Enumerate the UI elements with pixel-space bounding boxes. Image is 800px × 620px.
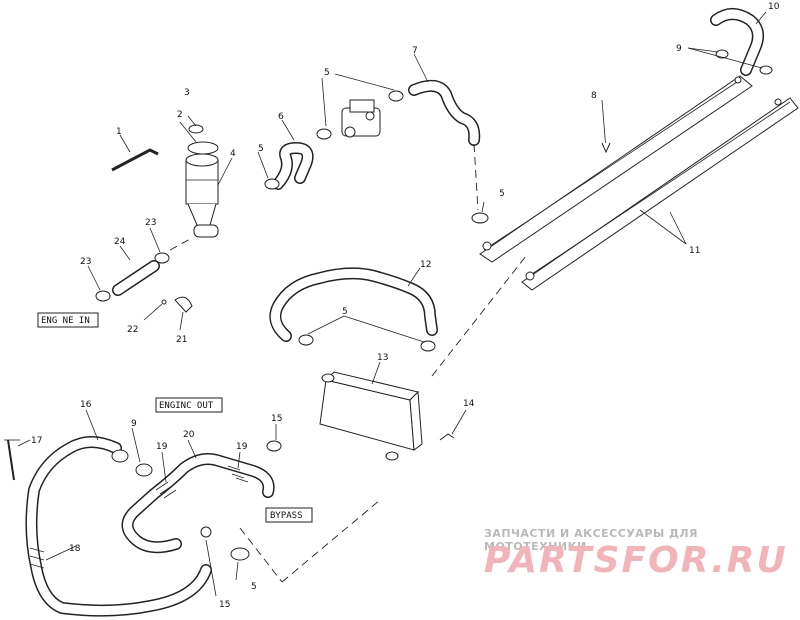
callout-2: 2 [177,110,183,120]
part-21-clamp [143,296,193,331]
callout-13: 13 [377,353,388,363]
part-4-reservoir [179,115,233,238]
svg-text:BYPASS: BYPASS [270,511,303,521]
callout-16: 16 [80,400,92,410]
callout-12: 12 [420,260,431,270]
callout-7: 7 [412,46,418,56]
part-16-hose [25,409,250,617]
part-24-tube [87,227,193,302]
svg-text:ENGINC OUT: ENGINC OUT [159,401,214,411]
label-engine-out: ENGINC OUT [155,397,223,413]
callout-1: 1 [116,127,122,137]
callout-18: 18 [69,544,81,554]
label-bypass: BYPASS [265,507,313,523]
part-11-rails [471,75,799,291]
callout-5a: 5 [324,68,330,78]
callout-22: 22 [127,325,138,335]
part-6-hose [257,119,314,190]
callout-14: 14 [463,399,475,409]
watermark-logo: PARTSFOR.RU [484,540,788,581]
part-7-hose [408,53,481,146]
callout-21: 21 [176,335,187,345]
svg-text:ENG NE IN: ENG NE IN [41,316,90,326]
callout-15b: 15 [219,600,230,610]
callout-5c: 5 [499,189,505,199]
label-engine-in: ENG NE IN [37,312,99,328]
callout-9a: 9 [676,44,682,54]
part-14-fitting [439,409,467,441]
callout-5e: 5 [251,582,257,592]
callout-5b: 5 [258,144,264,154]
part-12-hose [269,255,527,377]
part-1-hex-key [111,134,159,172]
callout-17: 17 [31,436,42,446]
watermark-tagline: ЗАПЧАСТИ И АКСЕССУАРЫ ДЛЯ МОТОТЕХНИКИ [484,527,699,553]
callout-20: 20 [183,430,195,440]
callout-11: 11 [689,246,700,256]
callout-23a: 23 [145,218,156,228]
callout-15a: 15 [271,414,282,424]
callout-23b: 23 [80,257,91,267]
part-13-exchanger [319,361,423,461]
callout-3: 3 [184,88,190,98]
callout-8: 8 [591,91,597,101]
callout-6: 6 [278,112,284,122]
callout-5d: 5 [342,307,348,317]
callout-4: 4 [230,149,236,159]
part-20-hose [121,424,381,583]
part-10-hose [687,8,773,76]
callout-19a: 19 [156,442,168,452]
callout-24: 24 [114,237,126,247]
callout-10: 10 [768,2,780,12]
part-thermostat-housing [316,73,404,140]
callout-19b: 19 [236,442,248,452]
part-17-fitting [4,439,31,481]
callout-9b: 9 [131,419,137,429]
